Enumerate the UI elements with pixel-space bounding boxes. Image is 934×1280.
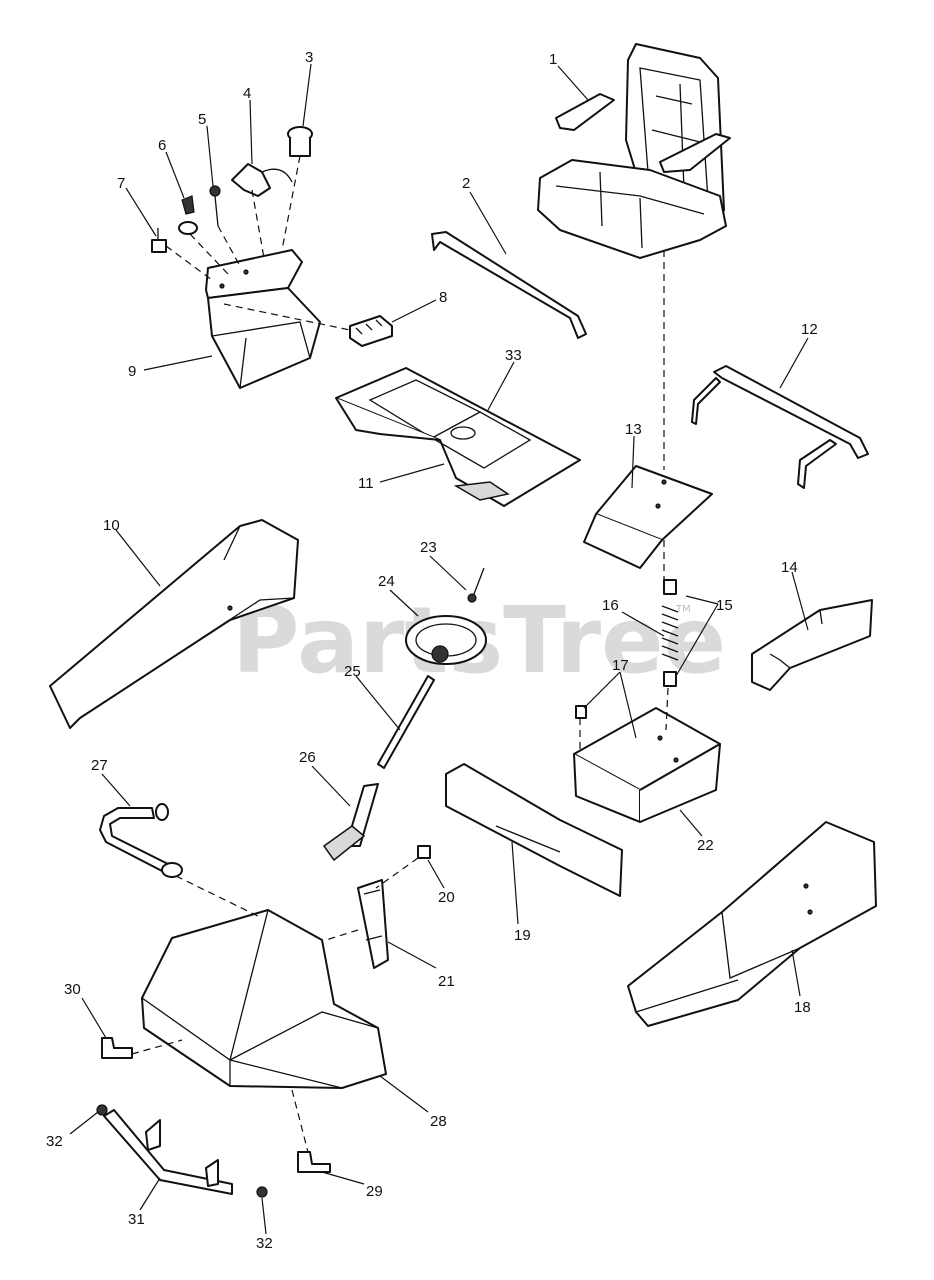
callout-18: 18	[794, 999, 811, 1016]
callout-28: 28	[430, 1113, 447, 1130]
left-side-panel-part[interactable]	[49, 519, 299, 729]
hood-part[interactable]	[141, 909, 387, 1089]
front-panel-part[interactable]	[445, 763, 623, 897]
steering-bolt-part[interactable]	[467, 567, 485, 603]
toggle-switch-part[interactable]	[151, 228, 167, 253]
callout-30: 30	[64, 981, 81, 998]
assembly-lines	[131, 155, 669, 1153]
rod-part[interactable]	[431, 231, 587, 339]
handle-part[interactable]	[99, 803, 183, 878]
spring-part[interactable]	[661, 579, 679, 687]
callout-16: 16	[602, 597, 619, 614]
callout-20: 20	[438, 889, 455, 906]
leader-lines	[69, 63, 809, 1235]
key-part[interactable]	[178, 195, 198, 235]
seat-plate-part[interactable]	[583, 465, 713, 569]
callout-22: 22	[697, 837, 714, 854]
callout-32a: 32	[46, 1133, 63, 1150]
throttle-switch-part[interactable]	[231, 163, 293, 197]
callout-14: 14	[781, 559, 798, 576]
callout-6: 6	[158, 137, 166, 154]
callout-27: 27	[91, 757, 108, 774]
bracket-30-part[interactable]	[101, 1037, 133, 1059]
bumper-bar-part[interactable]	[103, 1109, 233, 1195]
callout-26: 26	[299, 749, 316, 766]
callout-24: 24	[378, 573, 395, 590]
callout-11: 11	[358, 475, 374, 492]
callout-15: 15	[716, 597, 733, 614]
callout-2: 2	[462, 175, 470, 192]
frame-part[interactable]	[691, 365, 869, 489]
callout-labels: 1 2 3 4 5 6 7 8 9 10 11 12 13 14 15 16 1…	[46, 49, 818, 1252]
seat-part[interactable]	[537, 43, 731, 259]
callout-21: 21	[438, 973, 455, 990]
callout-19: 19	[514, 927, 531, 944]
callout-3: 3	[305, 49, 313, 66]
callout-17: 17	[612, 657, 629, 674]
gauge-part[interactable]	[287, 126, 313, 157]
callout-32b: 32	[256, 1235, 273, 1252]
callout-1: 1	[549, 51, 557, 68]
callout-4: 4	[243, 85, 251, 102]
steering-wheel-part[interactable]	[405, 615, 487, 665]
steering-shaft-part[interactable]	[377, 675, 435, 769]
callout-23: 23	[420, 539, 437, 556]
callout-8: 8	[439, 289, 447, 306]
callout-29: 29	[366, 1183, 383, 1200]
nut-part[interactable]	[96, 1104, 268, 1198]
mounting-bracket-part[interactable]	[357, 879, 389, 969]
small-clip-part[interactable]	[417, 845, 431, 859]
steering-column-part[interactable]	[322, 783, 379, 862]
callout-12: 12	[801, 321, 818, 338]
connector-part[interactable]	[349, 315, 393, 347]
callout-5: 5	[198, 111, 206, 128]
right-side-panel-part[interactable]	[627, 821, 877, 1027]
bracket-29-part[interactable]	[297, 1151, 331, 1173]
side-bracket-part[interactable]	[751, 599, 873, 691]
pin-part[interactable]	[209, 185, 221, 227]
floor-pan-part[interactable]	[335, 367, 581, 507]
callout-9: 9	[128, 363, 136, 380]
callout-13: 13	[625, 421, 642, 438]
callout-31: 31	[128, 1211, 145, 1228]
watermark-trademark: TM	[675, 604, 691, 615]
callout-25: 25	[344, 663, 361, 680]
callout-7: 7	[117, 175, 125, 192]
callout-10: 10	[103, 517, 120, 534]
dash-housing-part[interactable]	[205, 249, 321, 389]
callout-33: 33	[505, 347, 522, 364]
seat-base-part[interactable]	[573, 707, 721, 823]
